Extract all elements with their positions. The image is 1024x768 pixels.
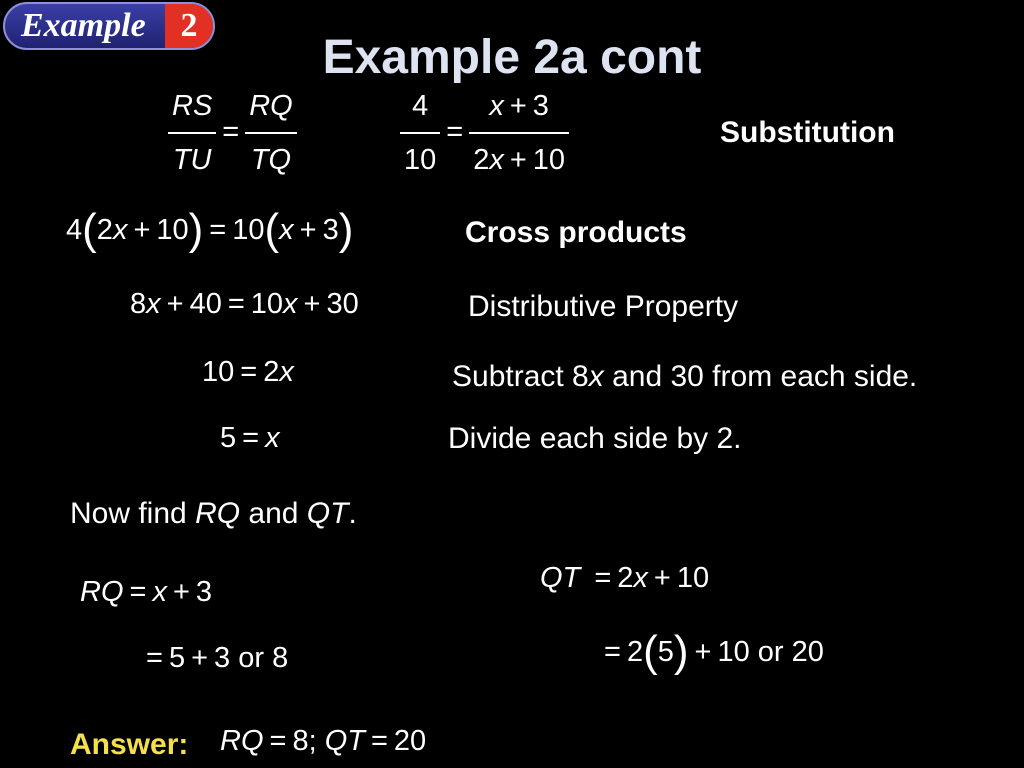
frac-denominator: 10: [404, 143, 437, 176]
frac-numerator: 4: [412, 90, 429, 122]
subtract-label: Subtract 8x and 30 from each side.: [452, 360, 918, 393]
substitution-label: Substitution: [720, 116, 895, 149]
frac-numerator: RQ: [249, 90, 293, 122]
rq-result: =5+3 or 8: [146, 642, 289, 674]
find-prompt: Now find RQ and QT.: [70, 497, 357, 530]
distributive-label: Distributive Property: [468, 290, 739, 323]
rq-equation: RQ=x+3: [80, 576, 213, 608]
distributive-equation: 8x+40=10x+30: [130, 288, 359, 320]
frac-denominator: TU: [172, 143, 212, 176]
badge-word: Example: [21, 7, 146, 44]
subtract-equation: 10=2x: [202, 356, 294, 388]
answer-equation: RQ=8; QT=20: [220, 725, 427, 757]
slide-title: Example 2a cont: [322, 31, 702, 84]
answer-label: Answer:: [70, 728, 189, 761]
frac-denominator: TQ: [250, 143, 292, 176]
divide-label: Divide each side by 2.: [448, 422, 742, 455]
qt-result: =2(5)+10 or 20: [604, 627, 824, 676]
frac-denominator: 2x+10: [473, 143, 566, 176]
badge-number: 2: [165, 4, 213, 48]
frac-numerator: RS: [172, 90, 213, 122]
qt-equation: QT =2x+10: [540, 562, 710, 594]
cross-products-label: Cross products: [465, 216, 687, 249]
divide-equation: 5=x: [220, 422, 280, 454]
frac-numerator: x+3: [489, 90, 549, 122]
example-badge: Example 2: [3, 2, 215, 50]
